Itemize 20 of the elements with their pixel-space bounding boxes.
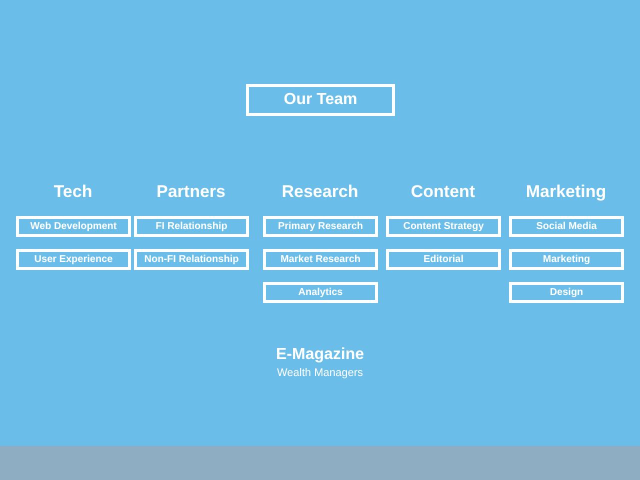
column-heading: Research: [282, 182, 358, 202]
team-box: Design: [509, 282, 624, 303]
column-heading: Partners: [156, 182, 226, 202]
team-box: Marketing: [509, 249, 624, 270]
subtitle: Wealth Managers: [277, 367, 363, 379]
team-box: Primary Research: [263, 216, 378, 237]
team-box: Non-FI Relationship: [134, 249, 249, 270]
team-box: FI Relationship: [134, 216, 249, 237]
team-box: Editorial: [386, 249, 501, 270]
column-heading: Tech: [54, 182, 92, 202]
team-box: Content Strategy: [386, 216, 501, 237]
section-heading: E-Magazine: [276, 346, 364, 364]
column-heading: Marketing: [526, 182, 606, 202]
team-box: Analytics: [263, 282, 378, 303]
team-box: User Experience: [16, 249, 131, 270]
team-box: Web Development: [16, 216, 131, 237]
team-box: Social Media: [509, 216, 624, 237]
team-box: Market Research: [263, 249, 378, 270]
column-heading: Content: [410, 182, 476, 202]
title-box: Our Team: [246, 84, 395, 116]
